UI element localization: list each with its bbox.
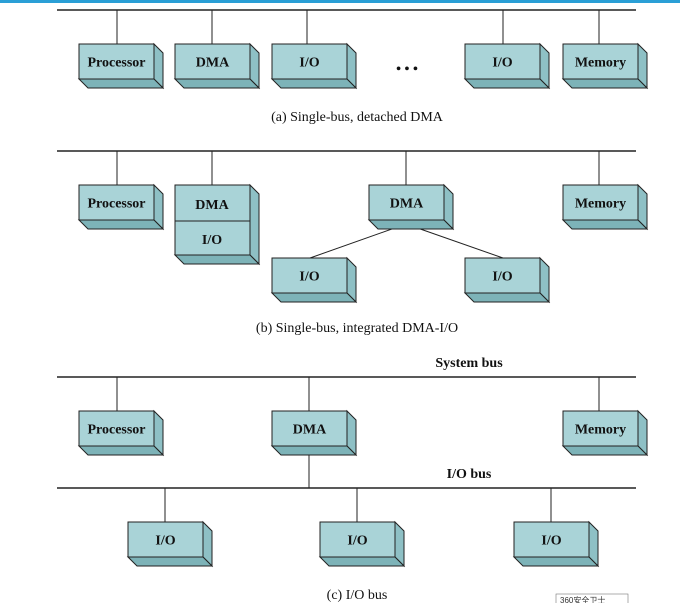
panel-c-io-bus: System bus Processor DMA Memory I/O bus … bbox=[57, 356, 649, 603]
box-front-face bbox=[368, 184, 445, 221]
box-bottom-face bbox=[173, 78, 261, 89]
dma-io-integrated-box: DMA I/O bbox=[173, 183, 261, 266]
box-bottom-face bbox=[561, 78, 649, 89]
box-bottom-face bbox=[270, 292, 358, 303]
box-bottom-face bbox=[463, 292, 551, 303]
dma-box: DMA bbox=[270, 409, 358, 457]
system-bus-label: System bus bbox=[435, 356, 503, 371]
dma-box: DMA bbox=[367, 183, 455, 231]
memory-box: Memory bbox=[561, 409, 649, 457]
corner-overlay-text: 360安全卫士 bbox=[560, 595, 605, 603]
box-bottom-face bbox=[561, 219, 649, 230]
box-bottom-face bbox=[270, 445, 358, 456]
box-front-face bbox=[271, 43, 348, 80]
caption-b: (b) Single-bus, integrated DMA-I/O bbox=[256, 321, 458, 336]
connector bbox=[309, 223, 407, 259]
box-front-face bbox=[78, 184, 155, 221]
top-accent-bar bbox=[0, 0, 680, 3]
box-front-face bbox=[78, 410, 155, 447]
io-label: I/O bbox=[492, 56, 512, 71]
box-bottom-face bbox=[77, 445, 165, 456]
io-box: I/O bbox=[270, 256, 358, 304]
processor-box: Processor bbox=[77, 42, 165, 90]
memory-box: Memory bbox=[561, 183, 649, 231]
box-front-face bbox=[464, 43, 541, 80]
processor-label: Processor bbox=[87, 197, 145, 212]
memory-label: Memory bbox=[575, 56, 626, 71]
io-box: I/O bbox=[463, 256, 551, 304]
dma-label: DMA bbox=[293, 423, 327, 438]
io-label: I/O bbox=[299, 56, 319, 71]
io-label: I/O bbox=[299, 270, 319, 285]
box-front-face bbox=[174, 43, 251, 80]
box-bottom-face bbox=[173, 254, 261, 265]
io-label: I/O bbox=[492, 270, 512, 285]
caption-c: (c) I/O bus bbox=[327, 588, 388, 603]
memory-label: Memory bbox=[575, 423, 626, 438]
box-bottom-face bbox=[463, 78, 551, 89]
ellipsis: • • • bbox=[396, 62, 418, 77]
box-bottom-face bbox=[77, 219, 165, 230]
panel-a-single-bus-detached-dma: Processor DMA I/O • • • I/O Memory (a) S… bbox=[57, 9, 649, 125]
panel-b-single-bus-integrated-dma-io: Processor DMA I/O DMA I/O I/O Memory (b)… bbox=[57, 150, 649, 336]
box-bottom-face bbox=[126, 556, 214, 567]
box-bottom-face bbox=[512, 556, 600, 567]
box-front-face bbox=[562, 184, 639, 221]
processor-label: Processor bbox=[87, 56, 145, 71]
io-box: I/O bbox=[318, 520, 406, 568]
box-front-face bbox=[127, 521, 204, 558]
box-front-face bbox=[319, 521, 396, 558]
corner-overlay-tag: 360安全卫士 bbox=[555, 593, 629, 607]
box-bottom-face bbox=[270, 78, 358, 89]
box-front-face bbox=[271, 410, 348, 447]
box-bottom-face bbox=[77, 78, 165, 89]
box-front-face bbox=[271, 257, 348, 294]
io-label: I/O bbox=[541, 534, 561, 549]
box-front-face bbox=[174, 184, 251, 256]
io-bus-label: I/O bus bbox=[447, 467, 492, 482]
box-front-face bbox=[513, 521, 590, 558]
io-label: I/O bbox=[202, 233, 222, 248]
box-side-face bbox=[249, 183, 260, 266]
io-label: I/O bbox=[155, 534, 175, 549]
io-box: I/O bbox=[270, 42, 358, 90]
caption-a: (a) Single-bus, detached DMA bbox=[271, 110, 444, 125]
box-front-face bbox=[562, 43, 639, 80]
connector bbox=[405, 223, 504, 259]
dma-label: DMA bbox=[195, 198, 229, 213]
io-box: I/O bbox=[126, 520, 214, 568]
processor-box: Processor bbox=[77, 183, 165, 231]
dma-label: DMA bbox=[196, 56, 230, 71]
io-box: I/O bbox=[512, 520, 600, 568]
io-box: I/O bbox=[463, 42, 551, 90]
box-front-face bbox=[464, 257, 541, 294]
processor-label: Processor bbox=[87, 423, 145, 438]
box-bottom-face bbox=[367, 219, 455, 230]
processor-box: Processor bbox=[77, 409, 165, 457]
io-label: I/O bbox=[347, 534, 367, 549]
box-bottom-face bbox=[561, 445, 649, 456]
box-front-face bbox=[78, 43, 155, 80]
box-bottom-face bbox=[318, 556, 406, 567]
dma-box: DMA bbox=[173, 42, 261, 90]
memory-box: Memory bbox=[561, 42, 649, 90]
box-front-face bbox=[562, 410, 639, 447]
memory-label: Memory bbox=[575, 197, 626, 212]
dma-label: DMA bbox=[390, 197, 424, 212]
